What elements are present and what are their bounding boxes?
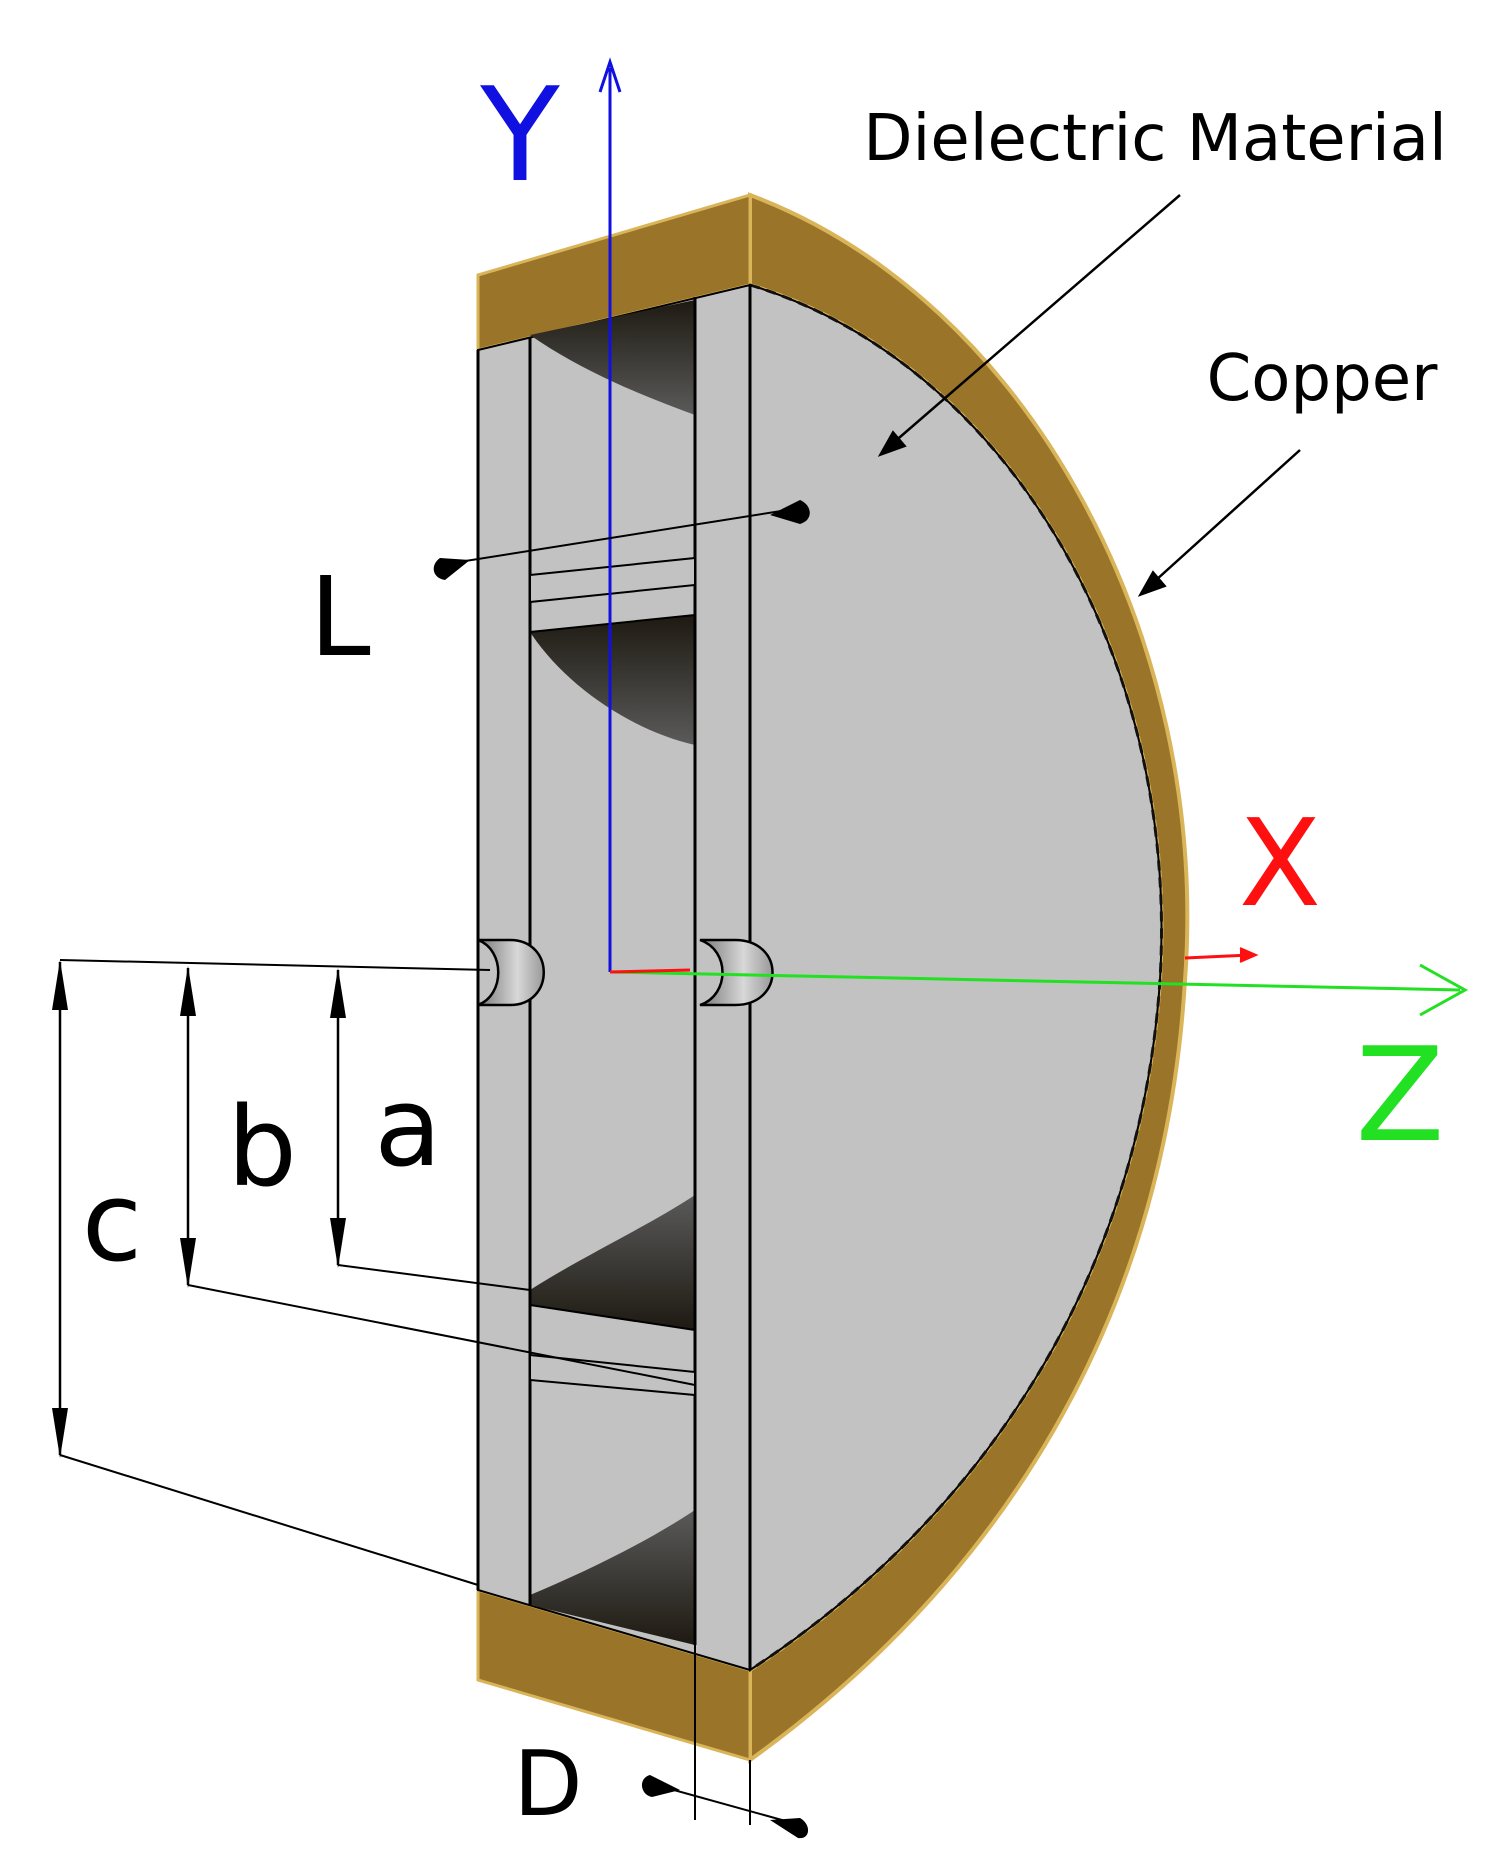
dimension-c-label: c [82, 1158, 142, 1286]
arrowhead-c-bottom [52, 1408, 68, 1458]
dimension-line-l [439, 507, 801, 566]
extension-line-c [59, 1454, 479, 1586]
axis-z-label: Z [1355, 1019, 1444, 1171]
leader-line-copper [1144, 449, 1301, 591]
dimension-b-label: b [227, 1083, 297, 1211]
cavity-pocket-top [530, 300, 695, 415]
extension-line-a [337, 1264, 531, 1291]
coupling-hole-right [699, 938, 774, 1007]
lower-post-bar [529, 1353, 696, 1397]
copper-label: Copper [1207, 342, 1438, 416]
x-axis-arrowhead [1239, 947, 1259, 963]
extension-line-b [187, 1284, 696, 1386]
leader-arrowhead-dielectric [877, 430, 907, 457]
upper-post-line [529, 614, 696, 633]
arrowhead-a-bottom [330, 1218, 346, 1268]
dimension-l-label: L [309, 553, 370, 681]
leader-arrowhead-copper [1137, 570, 1167, 597]
dimension-d-label: D [513, 1732, 582, 1837]
arrowhead-a-top [330, 968, 346, 1018]
dimension-a-label: a [374, 1063, 441, 1191]
arrowhead-d-left [641, 1775, 680, 1797]
cavity-pocket-upper-mid [530, 615, 695, 745]
dielectric-material-label: Dielectric Material [863, 102, 1447, 176]
extension-line-top [59, 959, 491, 971]
y-axis-arrowhead [598, 57, 622, 93]
axis-x-label: X [1239, 795, 1321, 934]
x-axis-line-inner [609, 968, 691, 974]
upper-post-bar [529, 556, 696, 604]
arrowhead-l-left [433, 558, 470, 580]
arrowhead-b-bottom [180, 1238, 196, 1288]
coupling-hole-left [477, 938, 545, 1007]
arrowhead-d-right [770, 1818, 809, 1839]
cavity-pocket-lower-mid [530, 1195, 695, 1330]
lower-post-line [529, 1304, 696, 1331]
arrowhead-c-top [52, 960, 68, 1010]
x-axis-line [1184, 953, 1251, 960]
axis-y-label: Y [479, 59, 560, 211]
cavity-pocket-bottom [530, 1510, 695, 1645]
dielectric-copper-boundary [749, 283, 1163, 1672]
z-axis-arrowhead [1419, 963, 1469, 1017]
arrowhead-b-top [180, 966, 196, 1016]
arrowhead-l-right [770, 500, 810, 524]
leader-line-dielectric [884, 194, 1181, 451]
z-axis-line [609, 970, 1461, 992]
